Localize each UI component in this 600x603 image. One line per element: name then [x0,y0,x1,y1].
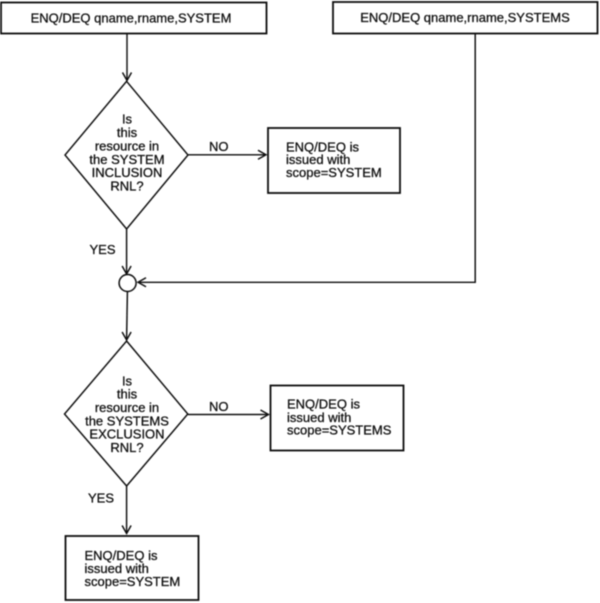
svg-text:YES: YES [88,491,114,506]
svg-text:resource in: resource in [95,400,159,415]
svg-text:ENQ/DEQ qname,rname,SYSTEM: ENQ/DEQ qname,rname,SYSTEM [31,11,232,26]
svg-text:INCLUSION: INCLUSION [92,165,163,180]
svg-text:ENQ/DEQ is: ENQ/DEQ is [287,397,360,412]
svg-text:the SYSTEM: the SYSTEM [89,152,164,167]
svg-text:EXCLUSION: EXCLUSION [89,427,164,442]
svg-text:ENQ/DEQ qname,rname,SYSTEMS: ENQ/DEQ qname,rname,SYSTEMS [360,10,570,25]
svg-text:NO: NO [209,399,229,414]
svg-text:ENQ/DEQ is: ENQ/DEQ is [85,548,158,563]
svg-text:NO: NO [209,139,229,154]
svg-text:issued with: issued with [85,561,149,576]
svg-text:Is: Is [122,112,133,127]
svg-text:scope=SYSTEM: scope=SYSTEM [286,165,382,180]
svg-text:YES: YES [90,242,116,257]
svg-text:ENQ/DEQ is: ENQ/DEQ is [286,139,359,154]
svg-text:this: this [117,387,138,402]
svg-text:issued with: issued with [286,152,350,167]
svg-text:the SYSTEMS: the SYSTEMS [85,413,169,428]
svg-text:RNL?: RNL? [110,440,143,455]
svg-text:this: this [117,125,138,140]
svg-text:resource in: resource in [95,138,159,153]
svg-text:scope=SYSTEM: scope=SYSTEM [85,574,181,589]
svg-text:scope=SYSTEMS: scope=SYSTEMS [287,423,392,438]
svg-text:RNL?: RNL? [110,178,143,193]
svg-text:issued with: issued with [287,410,351,425]
svg-text:Is: Is [122,373,133,388]
